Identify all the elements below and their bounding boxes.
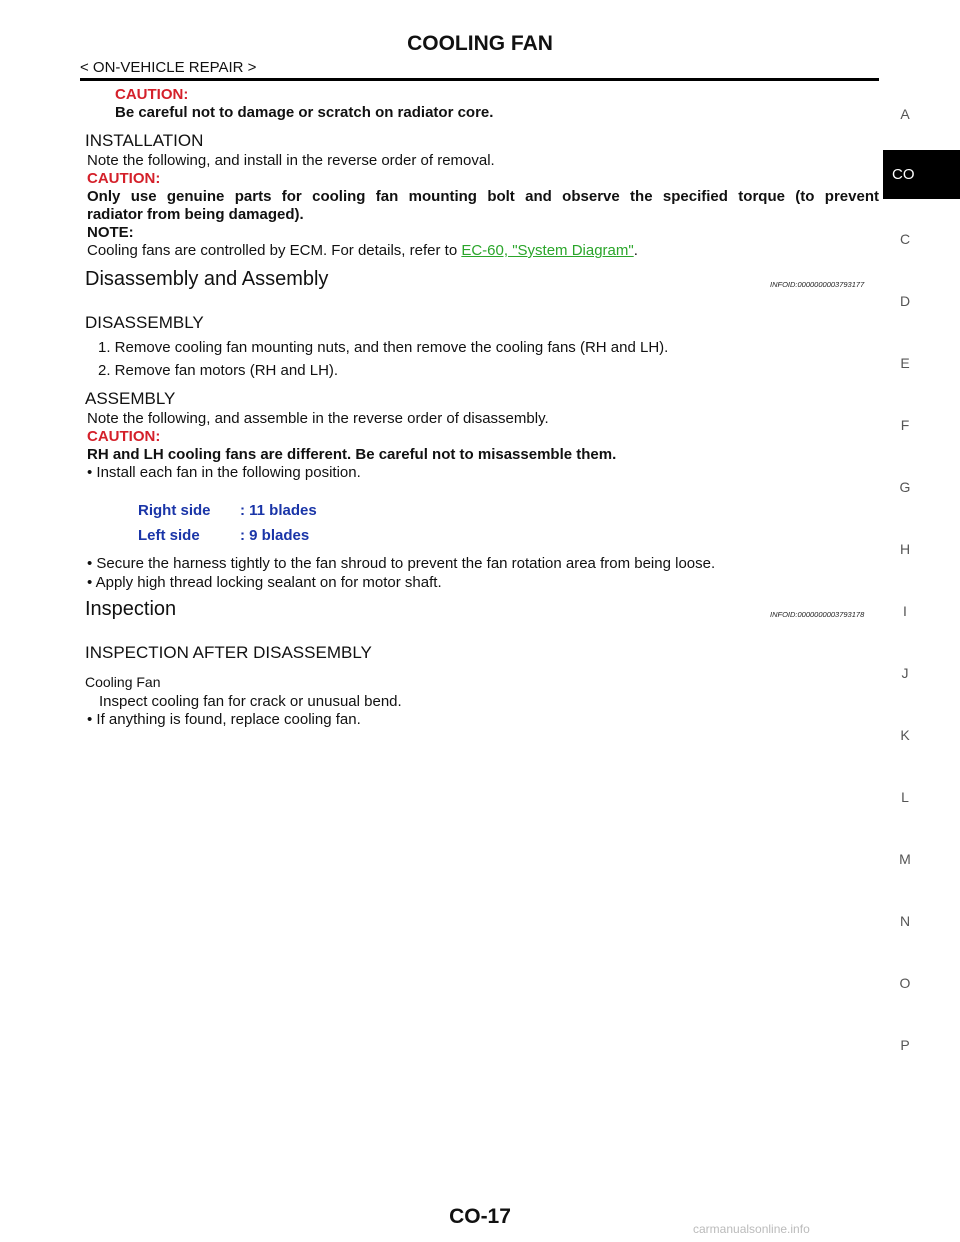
ec-60-system-diagram-link[interactable]: EC-60, "System Diagram" (461, 242, 634, 259)
position-right-side-value: : 11 blades (240, 502, 317, 519)
side-tab-g[interactable]: G (899, 479, 911, 495)
side-tab-j[interactable]: J (901, 665, 909, 681)
caution-label: CAUTION: (115, 86, 189, 103)
side-tab-k[interactable]: K (900, 727, 910, 743)
caution-text: Be careful not to damage or scratch on r… (115, 104, 494, 121)
installation-caution-label: CAUTION: (87, 170, 161, 187)
side-tab-i[interactable]: I (903, 603, 907, 619)
position-left-side-value: : 9 blades (240, 527, 310, 544)
disassembly-step-1: 1. Remove cooling fan mounting nuts, and… (98, 339, 669, 356)
installation-heading: INSTALLATION (85, 131, 204, 150)
installation-caution-line2: radiator from being damaged). (87, 206, 304, 223)
inspection-text: Inspect cooling fan for crack or unusual… (99, 693, 402, 710)
infoid-inspection: INFOID:0000000003793178 (770, 610, 865, 619)
side-tab-h[interactable]: H (899, 541, 911, 557)
inspection-heading: Inspection (85, 598, 177, 620)
note-text: Cooling fans are controlled by ECM. For … (87, 242, 638, 259)
cooling-fan-subheading: Cooling Fan (85, 674, 161, 690)
side-tab-d[interactable]: D (899, 293, 911, 309)
side-tab-co-active[interactable]: CO (883, 150, 960, 199)
infoid-disassembly: INFOID:0000000003793177 (770, 280, 865, 289)
side-tab-o[interactable]: O (899, 975, 911, 991)
side-tab-n[interactable]: N (899, 913, 911, 929)
side-tab-p[interactable]: P (900, 1037, 910, 1053)
header-rule (80, 78, 879, 81)
page-title: COOLING FAN (407, 32, 553, 55)
assembly-intro: Note the following, and assemble in the … (87, 410, 549, 427)
assembly-bullet-2: • Secure the harness tightly to the fan … (87, 555, 716, 572)
assembly-caution-label: CAUTION: (87, 428, 161, 445)
position-right-side-label: Right side (138, 502, 211, 519)
installation-intro: Note the following, and install in the r… (87, 152, 495, 169)
side-tab-c[interactable]: C (899, 231, 911, 247)
disassembly-heading: DISASSEMBLY (85, 313, 204, 332)
inspection-bullet: • If anything is found, replace cooling … (87, 711, 361, 728)
section-breadcrumb: < ON-VEHICLE REPAIR > (80, 59, 257, 76)
side-tab-l[interactable]: L (901, 789, 909, 805)
side-tab-m[interactable]: M (899, 851, 911, 867)
assembly-heading: ASSEMBLY (85, 389, 176, 408)
assembly-bullet-1: • Install each fan in the following posi… (87, 464, 361, 481)
note-label: NOTE: (87, 224, 134, 241)
side-tab-a[interactable]: A (900, 106, 910, 122)
side-tab-f[interactable]: F (900, 417, 910, 433)
disassembly-assembly-heading: Disassembly and Assembly (85, 268, 329, 290)
assembly-caution-text: RH and LH cooling fans are different. Be… (87, 446, 617, 463)
watermark: carmanualsonline.info (693, 1222, 810, 1236)
page-number: CO-17 (449, 1205, 511, 1228)
assembly-bullet-3: • Apply high thread locking sealant on f… (87, 574, 442, 591)
inspection-after-disassembly-heading: INSPECTION AFTER DISASSEMBLY (85, 643, 372, 662)
side-tab-e[interactable]: E (900, 355, 910, 371)
disassembly-step-2: 2. Remove fan motors (RH and LH). (98, 362, 339, 379)
installation-caution-line1: Only use genuine parts for cooling fan m… (87, 188, 879, 205)
position-left-side-label: Left side (138, 527, 200, 544)
